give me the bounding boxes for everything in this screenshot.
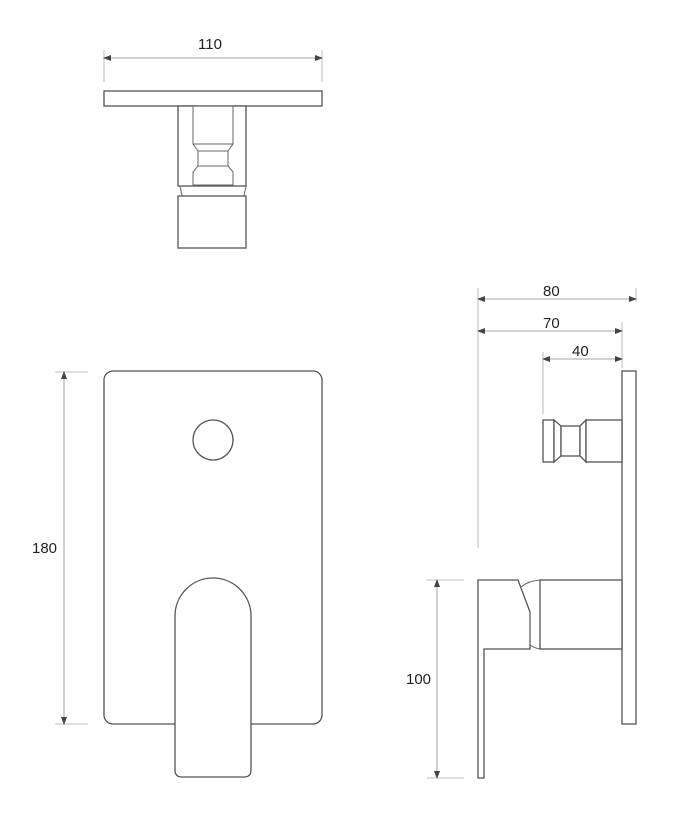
dim-label-70: 70 (543, 315, 560, 332)
side-view (427, 288, 637, 779)
dim-label-100: 100 (406, 671, 432, 688)
dim-label-180: 180 (32, 540, 58, 557)
top-view (103, 50, 323, 249)
front-view (55, 370, 323, 778)
dim-label-110: 110 (198, 36, 222, 53)
dim-label-40: 40 (572, 343, 589, 360)
dim-label-80: 80 (543, 283, 560, 300)
